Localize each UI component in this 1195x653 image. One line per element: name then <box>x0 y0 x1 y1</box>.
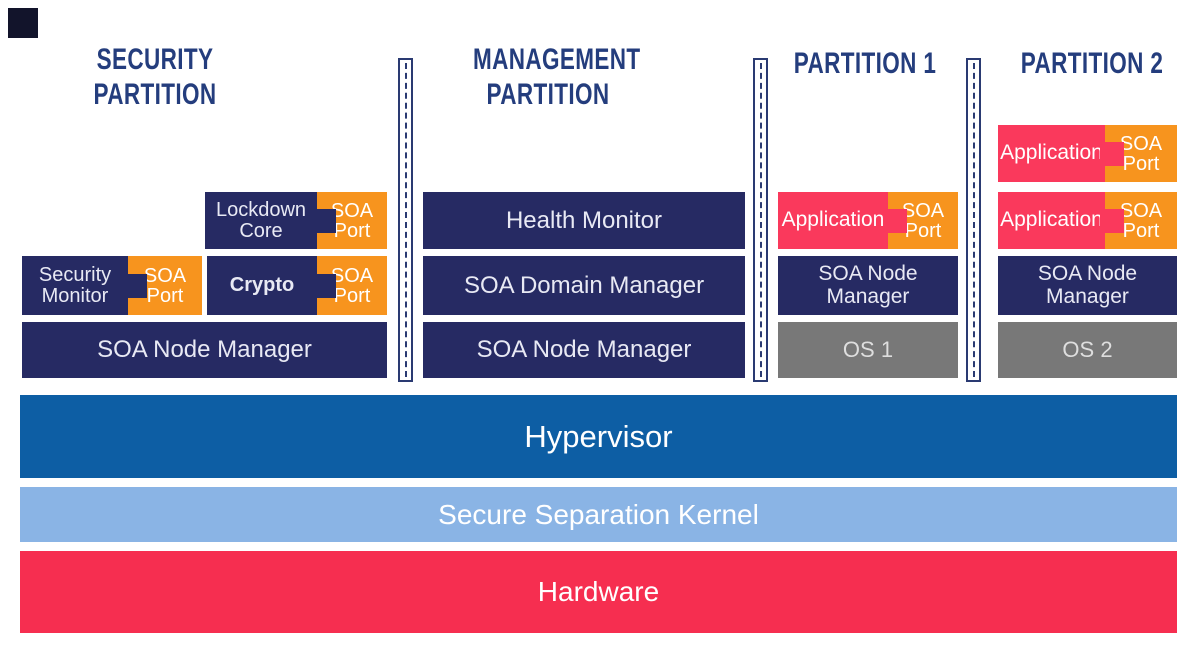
health-monitor-row: Health Monitor <box>423 192 745 249</box>
domain-manager-row: SOA Domain Manager <box>423 256 745 315</box>
title-line: MANAGEMENT <box>473 43 641 76</box>
crypto-label: Crypto <box>229 274 295 296</box>
application-block: Application <box>778 192 907 249</box>
os2-label: OS 2 <box>1062 337 1113 363</box>
soa-port-block: SOA Port <box>128 256 202 315</box>
security-monitor-row: Security Monitor SOA Port <box>22 256 202 315</box>
partition1-application-row: Application SOA Port <box>778 192 958 249</box>
puzzle-tab <box>1100 208 1124 233</box>
title-line: SECURITY <box>96 43 214 76</box>
os2-block: OS 2 <box>998 322 1177 378</box>
hardware-layer: Hardware <box>20 551 1177 633</box>
kernel-label: Secure Separation Kernel <box>438 498 759 530</box>
application-block: Application <box>998 125 1124 182</box>
soa-node-manager-label: SOA Node Manager <box>818 262 918 308</box>
title-line: PARTITION <box>486 78 610 112</box>
soa-port-label: SOA Port <box>143 264 187 307</box>
soa-node-manager-block: SOA Node Manager <box>998 256 1177 315</box>
partition1-node-manager-row: SOA Node Manager <box>778 256 958 315</box>
corner-mark <box>8 8 38 38</box>
application-block: Application <box>998 192 1124 249</box>
soa-port-label: SOA Port <box>330 264 374 307</box>
lockdown-core-label: Lockdown Core <box>215 198 307 242</box>
partition2-application2-row: Application SOA Port <box>998 192 1177 249</box>
title-line: PARTITION <box>93 78 217 112</box>
soa-port-block: SOA Port <box>888 192 958 249</box>
partition2-node-manager-row: SOA Node Manager <box>998 256 1177 315</box>
lockdown-core-row: Lockdown Core SOA Port <box>205 192 387 249</box>
crypto-row: Crypto SOA Port <box>207 256 387 315</box>
hypervisor-layer: Hypervisor <box>20 395 1177 478</box>
application-label: Application <box>781 208 885 232</box>
soa-domain-manager-label: SOA Domain Manager <box>463 271 705 299</box>
application-label: Application <box>1000 208 1103 232</box>
partition-separator <box>966 58 981 382</box>
title-line: PARTITION 2 <box>1020 47 1164 80</box>
soa-port-label: SOA Port <box>1119 199 1163 242</box>
separator-dashed-line <box>404 63 407 377</box>
partition2-application1-row: Application SOA Port <box>998 125 1177 182</box>
separator-dashed-line <box>759 63 762 377</box>
soa-port-label: SOA Port <box>1119 132 1163 175</box>
lockdown-core-block: Lockdown Core <box>205 192 336 249</box>
title-line: PARTITION 1 <box>793 47 937 80</box>
puzzle-tab <box>883 208 907 233</box>
puzzle-tab <box>1100 141 1124 166</box>
security-partition-title: SECURITY PARTITION <box>80 42 230 112</box>
security-monitor-block: Security Monitor <box>22 256 147 315</box>
hardware-label: Hardware <box>537 576 660 607</box>
os1-block: OS 1 <box>778 322 958 378</box>
secure-separation-kernel-layer: Secure Separation Kernel <box>20 487 1177 542</box>
hypervisor-label: Hypervisor <box>524 418 673 454</box>
soa-node-manager-block: SOA Node Manager <box>22 322 387 378</box>
partition2-title: PARTITION 2 <box>1017 46 1167 81</box>
soa-node-manager-label: SOA Node Manager <box>1037 262 1138 308</box>
crypto-block: Crypto <box>207 256 336 315</box>
partition-separator <box>753 58 768 382</box>
separator-dashed-line <box>972 63 975 377</box>
soa-node-manager-label: SOA Node Manager <box>97 336 312 364</box>
management-node-manager-row: SOA Node Manager <box>423 322 745 378</box>
security-node-manager-row: SOA Node Manager <box>22 322 387 378</box>
soa-domain-manager-block: SOA Domain Manager <box>423 256 745 315</box>
os1-label: OS 1 <box>842 337 894 363</box>
soa-port-block: SOA Port <box>1105 125 1177 182</box>
partition1-os-row: OS 1 <box>778 322 958 378</box>
partition1-title: PARTITION 1 <box>790 46 940 81</box>
application-label: Application <box>1000 141 1103 165</box>
puzzle-tab <box>123 273 147 298</box>
soa-node-manager-block: SOA Node Manager <box>423 322 745 378</box>
puzzle-tab <box>312 273 336 298</box>
soa-port-label: SOA Port <box>330 199 374 242</box>
health-monitor-label: Health Monitor <box>505 206 663 234</box>
soa-port-label: SOA Port <box>901 199 945 242</box>
health-monitor-block: Health Monitor <box>423 192 745 249</box>
soa-node-manager-block: SOA Node Manager <box>778 256 958 315</box>
security-monitor-label: Security Monitor <box>38 263 112 307</box>
soa-node-manager-label: SOA Node Manager <box>476 336 692 364</box>
partition2-os-row: OS 2 <box>998 322 1177 378</box>
management-partition-title: MANAGEMENT PARTITION <box>473 42 641 112</box>
partition-separator <box>398 58 413 382</box>
puzzle-tab <box>312 208 336 233</box>
